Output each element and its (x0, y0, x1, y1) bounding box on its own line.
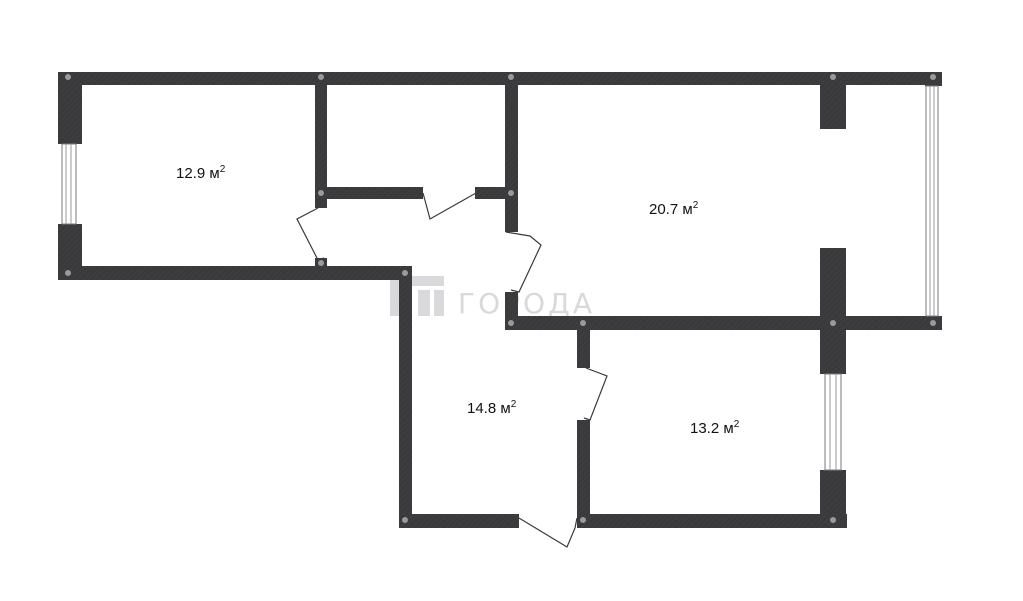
room-1-area: 12.9 м2 (176, 164, 226, 182)
watermark-text: ГОРОДА (458, 287, 595, 320)
joint-markers (65, 74, 936, 523)
window-room-4 (824, 373, 842, 471)
walls (58, 72, 942, 528)
window-right-balcony (925, 85, 939, 317)
door-room-4 (583, 367, 608, 421)
door-room-1 (296, 207, 325, 261)
room-4-area: 13.2 м2 (690, 419, 740, 437)
room-3-area: 14.8 м2 (467, 399, 517, 417)
door-room-2 (505, 231, 542, 293)
door-closet (422, 192, 477, 220)
room-2-area: 20.7 м2 (649, 200, 699, 218)
watermark-logo (390, 276, 444, 316)
watermark: ГОРОДА (390, 276, 595, 320)
window-left (61, 143, 77, 225)
door-entrance (518, 517, 578, 548)
